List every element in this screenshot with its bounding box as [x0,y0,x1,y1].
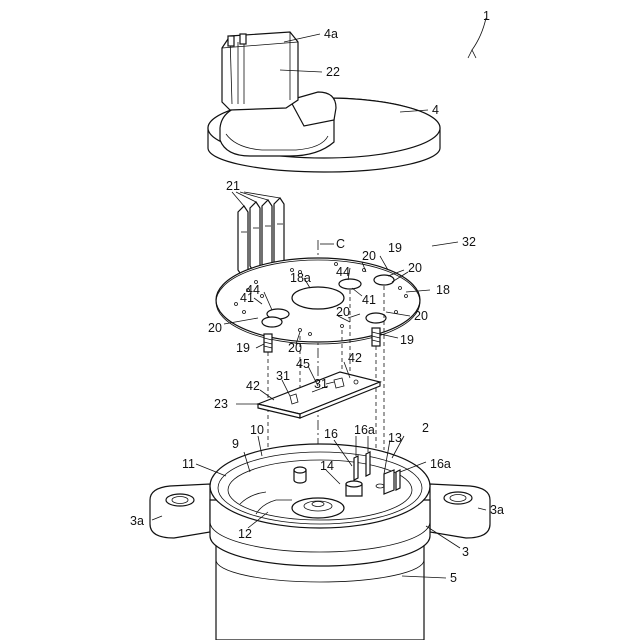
label-part-13: 13 [388,431,402,445]
label-terminals: 21 [226,179,240,193]
label-screw-19-left: 19 [236,341,250,355]
label-plate-part-42-left: 42 [246,379,260,393]
label-plate-part-31-left: 31 [276,369,290,383]
label-part-16: 16 [324,427,338,441]
label-connector-tip: 4a [324,27,338,41]
label-board: 18 [436,283,450,297]
label-axis: C [336,237,345,251]
label-cover: 4 [432,103,439,117]
label-land-20-b: 20 [408,261,422,275]
label-assembly: 1 [483,9,490,23]
label-part-14: 14 [320,459,334,473]
label-screw-19-right: 19 [400,333,414,347]
label-part-11: 11 [182,457,195,471]
label-part-10: 10 [250,423,264,437]
label-screw-19-top: 19 [388,241,402,255]
assembly-arrow [468,50,476,58]
label-part-9: 9 [232,437,239,451]
label-land-20-c: 20 [336,305,350,319]
label-plate: 23 [214,397,228,411]
label-motor: 5 [450,571,457,585]
screw-left [264,334,272,352]
label-board-hole: 18a [290,271,311,285]
label-flange-ear-right: 3a [490,503,504,517]
label-land-20-a: 20 [362,249,376,263]
label-part-12: 12 [238,527,252,541]
label-board-assembly: 32 [462,235,476,249]
connector-part [222,32,298,110]
label-pad-41-left: 41 [240,291,254,305]
label-pin-16a-top: 16a [354,423,375,437]
label-plate-part-31-right: 31 [314,377,328,391]
label-flange-ear-left: 3a [130,514,144,528]
label-land-20-d: 20 [414,309,428,323]
housing-part [210,444,430,528]
label-connector: 22 [326,65,340,79]
label-plate-part-42-top: 42 [348,351,362,365]
screw-right [372,328,380,346]
label-housing: 2 [422,421,429,435]
label-pin-16a-right: 16a [430,457,451,471]
label-pad-44-top: 44 [336,265,350,279]
label-flange: 3 [462,545,469,559]
label-land-20-e: 20 [208,321,222,335]
label-land-20-f: 20 [288,341,302,355]
label-plate-part-45: 45 [296,357,310,371]
label-pad-41-right: 41 [362,293,376,307]
